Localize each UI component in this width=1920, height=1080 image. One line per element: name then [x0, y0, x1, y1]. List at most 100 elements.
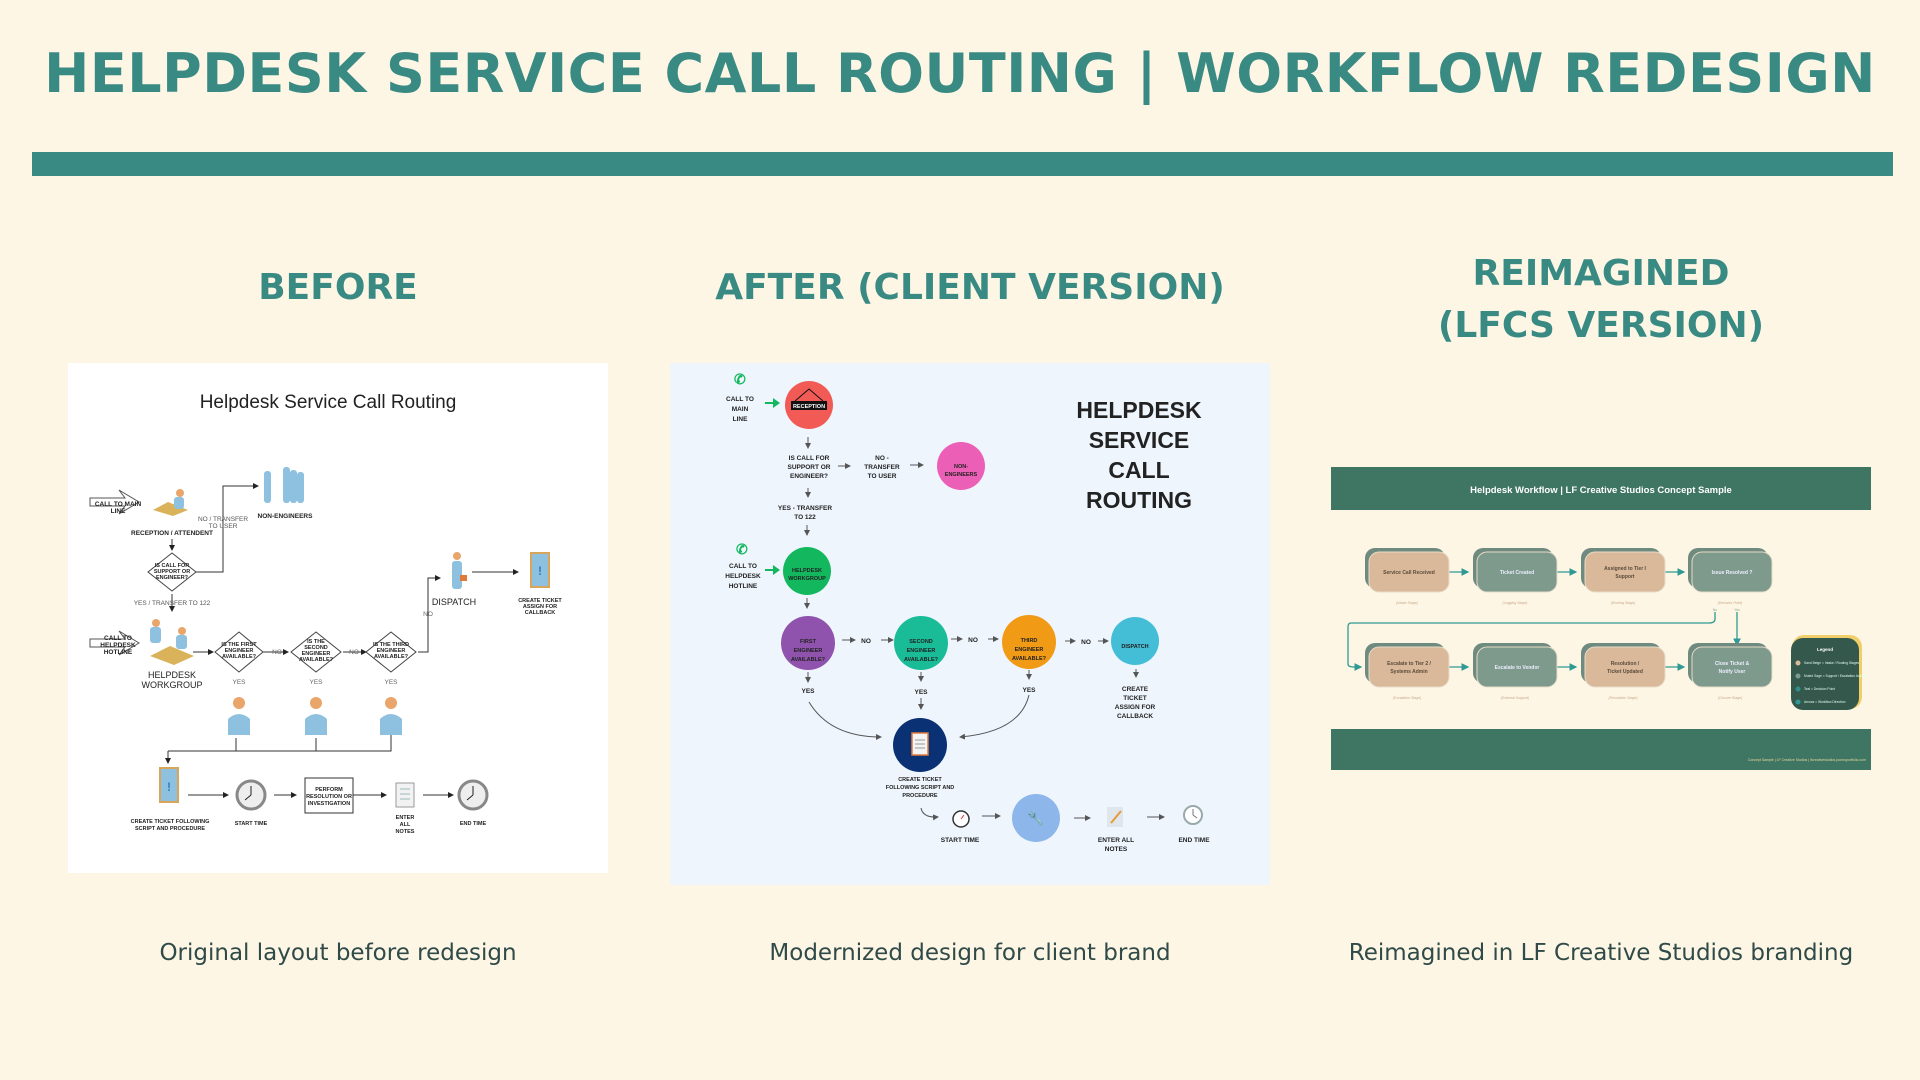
legend-item: Teal = Decision Point	[1804, 687, 1835, 691]
dispatch-node	[1111, 617, 1159, 665]
legend-item: Arrows = Workflow Direction	[1804, 700, 1846, 704]
step-label: Ticket Updated	[1607, 669, 1643, 675]
svg-text:✆: ✆	[736, 541, 748, 557]
svg-text:YES: YES	[914, 689, 928, 696]
legend-item: Muted Sage = Support / Escalation Action…	[1804, 674, 1867, 678]
reimagined-footer-band	[1331, 729, 1871, 770]
svg-text:NO: NO	[861, 638, 871, 645]
svg-text:START TIME: START TIME	[235, 821, 268, 827]
caption-before: Original layout before redesign	[159, 940, 517, 966]
workflow-step-box: Issue Resolved ?(Decision Point)	[1688, 548, 1773, 605]
svg-text:DISPATCH: DISPATCH	[1121, 644, 1148, 650]
clipboard-icon: !	[159, 767, 179, 803]
step-stage-label: (Routing Stage)	[1611, 601, 1636, 605]
reimagined-header-band	[1331, 467, 1871, 510]
helpdesk-workgroup-icon	[150, 619, 194, 665]
step-label: Systems Admin	[1390, 669, 1427, 675]
svg-text:RECEPTION / ATTENDENT: RECEPTION / ATTENDENT	[131, 530, 213, 537]
svg-text:NON-ENGINEERS: NON-ENGINEERS	[258, 513, 314, 520]
green-arrow-icon	[765, 398, 780, 575]
workflow-step-box: Service Call Received(Intake Stage)	[1365, 548, 1450, 605]
svg-text:YES: YES	[384, 679, 398, 686]
engineer-person-icons	[228, 697, 402, 735]
step-label: Issue Resolved ?	[1712, 570, 1753, 576]
section-heading-after: AFTER (CLIENT VERSION)	[715, 267, 1225, 308]
svg-text:NO: NO	[349, 649, 359, 656]
first-engineer-node	[781, 616, 835, 670]
helpdesk-workgroup-node	[783, 547, 831, 595]
clipboard-icon	[911, 732, 929, 756]
step-label: Ticket Created	[1500, 570, 1534, 576]
step-stage-label: (Resolution Stage)	[1609, 696, 1638, 700]
svg-text:Yes: Yes	[1734, 608, 1740, 612]
legend-swatch	[1795, 673, 1801, 679]
step-label: Escalate to Tier 2 /	[1387, 661, 1431, 667]
start-clock-icon	[235, 779, 267, 811]
svg-text:!: !	[167, 780, 171, 794]
step-stage-label: (Intake Stage)	[1396, 601, 1418, 605]
notes-icon	[1107, 807, 1123, 827]
workflow-step-box: Ticket Created(Logging Stage)	[1473, 548, 1558, 605]
svg-text:NO: NO	[1081, 639, 1091, 646]
svg-text:RECEPTION: RECEPTION	[793, 404, 825, 410]
start-time-label: START TIME	[941, 837, 980, 844]
third-engineer-node	[1002, 615, 1056, 669]
svg-text:YES: YES	[232, 679, 246, 686]
svg-text:YES: YES	[309, 679, 323, 686]
svg-text:YES / TRANSFER TO 122: YES / TRANSFER TO 122	[134, 600, 211, 607]
perform-node	[1012, 794, 1060, 842]
heading-line: REIMAGINED	[1472, 253, 1730, 294]
non-engineers-node	[937, 442, 985, 490]
workflow-step-box: Escalate to Tier 2 / Systems Admin (Escala…	[1365, 643, 1450, 700]
legend-swatch	[1795, 660, 1801, 666]
svg-text:NO: NO	[968, 637, 978, 644]
svg-text:DISPATCH: DISPATCH	[432, 597, 476, 607]
phone-icon: ✆✆	[734, 371, 748, 557]
workflow-step-box: Escalate to Vendor (External Support)	[1473, 643, 1558, 700]
step-label: Resolution /	[1611, 661, 1640, 667]
heading-line: (LFCS VERSION)	[1437, 305, 1765, 346]
svg-text:NO: NO	[423, 611, 433, 618]
caption-reimagined: Reimagined in LF Creative Studios brandi…	[1348, 940, 1854, 966]
reception-attendant-icon	[153, 489, 188, 516]
legend-swatch	[1795, 686, 1801, 692]
reimagined-header-title: Helpdesk Workflow | LF Creative Studios …	[1470, 485, 1732, 496]
step-label: Escalate to Vendor	[1495, 665, 1540, 671]
legend: Legend Sand Beige = Intake / Routing Sta…	[1791, 635, 1867, 710]
svg-text:!: !	[538, 564, 542, 578]
svg-text:Legend: Legend	[1817, 647, 1833, 652]
section-heading-reimagined: REIMAGINED (LFCS VERSION)	[1331, 248, 1871, 352]
legend-swatch	[1795, 699, 1801, 705]
step-stage-label: (Escalation Stage)	[1393, 696, 1422, 700]
perform-box	[304, 777, 354, 814]
title-divider-bar	[32, 152, 1893, 176]
svg-text:YES: YES	[1022, 687, 1036, 694]
step-stage-label: (External Support)	[1501, 696, 1529, 700]
clock-icon	[1183, 805, 1203, 825]
non-engineers-icon	[264, 467, 304, 503]
reimagined-footer-text: Concept Sample | LF Creative Studios | l…	[1748, 758, 1866, 762]
step-label: Assigned to Tier I	[1604, 566, 1646, 572]
page-title: HELPDESK SERVICE CALL ROUTING | WORKFLOW…	[44, 42, 1876, 105]
